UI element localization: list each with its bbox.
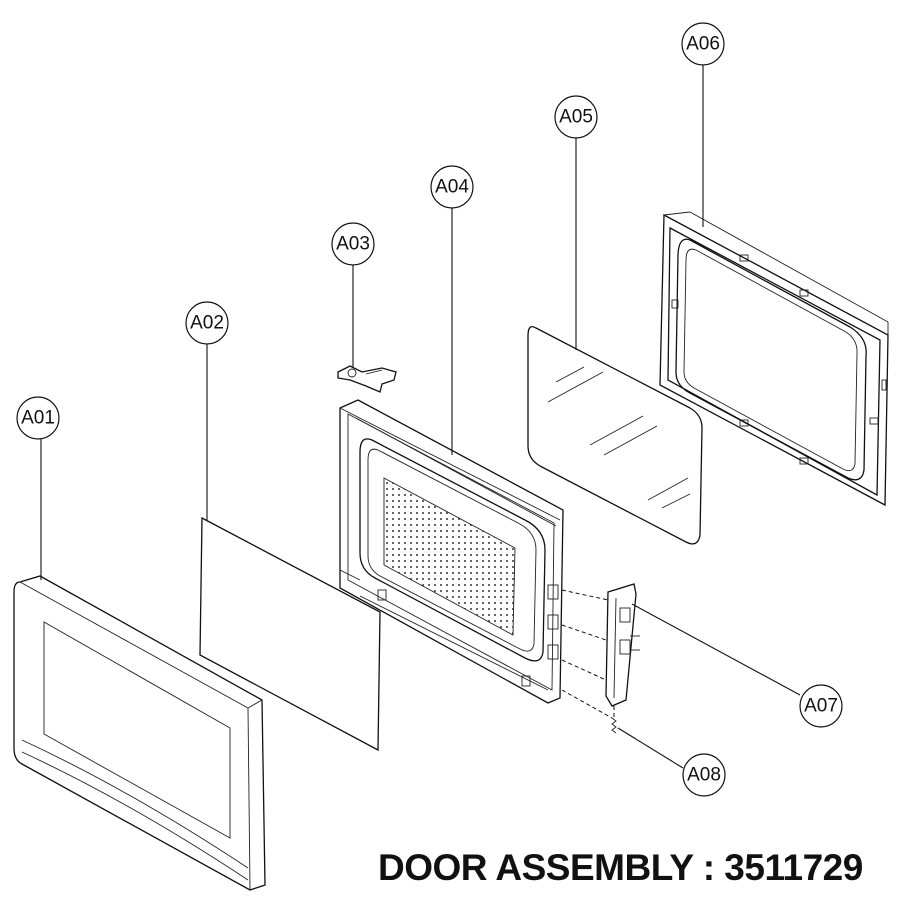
part-choke-sheet (199, 516, 381, 752)
callout-a08-label: A08 (687, 765, 721, 786)
part-door-inner (339, 399, 564, 704)
callout-a05: A05 (554, 95, 598, 139)
callout-a07: A07 (799, 684, 843, 728)
part-latch (605, 583, 640, 707)
callout-a03-label: A03 (336, 234, 370, 255)
leader-lines (40, 64, 801, 769)
part-door-frame (659, 211, 889, 507)
callout-a06: A06 (681, 22, 725, 66)
part-glass-panel (527, 325, 703, 545)
callout-a01-label: A01 (21, 408, 55, 429)
part-door-front (13, 575, 266, 891)
callout-a07-label: A07 (804, 696, 838, 717)
callout-a04: A04 (430, 165, 474, 209)
part-hinge-bracket (337, 365, 397, 393)
part-spring (611, 717, 617, 734)
callout-a04-label: A04 (435, 177, 469, 198)
diagram-title: DOOR ASSEMBLY : 3511729 (378, 847, 863, 888)
callout-a08: A08 (682, 753, 726, 797)
callout-a06-label: A06 (686, 34, 720, 55)
callout-a05-label: A05 (559, 107, 593, 128)
callout-a01: A01 (16, 396, 60, 440)
assembly-dashed-lines (561, 589, 615, 719)
callout-a02-label: A02 (190, 313, 224, 334)
callout-a03: A03 (331, 222, 375, 266)
callout-a02: A02 (185, 301, 229, 345)
